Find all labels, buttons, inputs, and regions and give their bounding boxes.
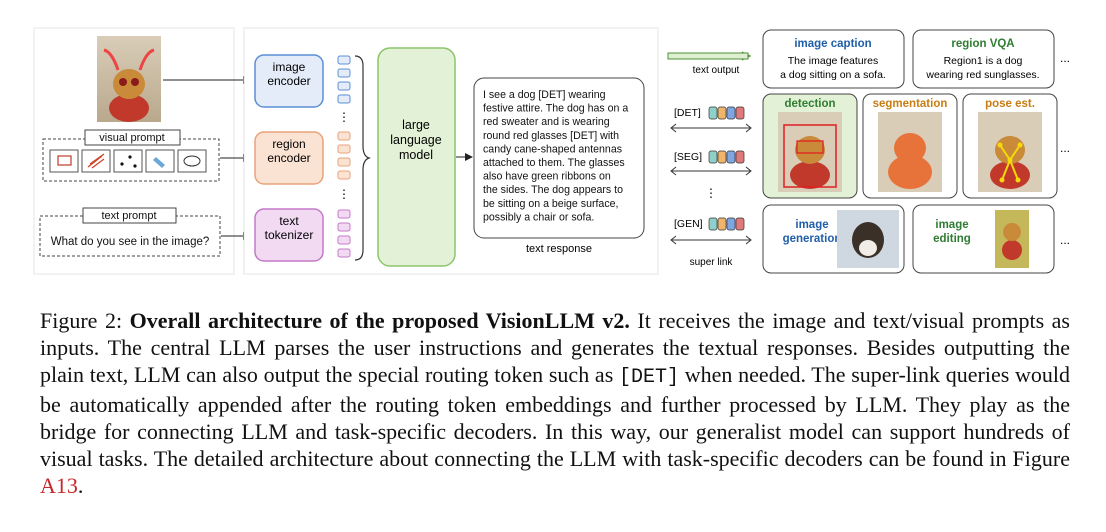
text-prompt-label: text prompt (101, 210, 156, 222)
pose-estimation-card: pose est. (962, 93, 1058, 199)
region-vqa-card: region VQA Region1 is a dog wearing red … (912, 29, 1055, 89)
input-dog-image (97, 36, 161, 122)
segmentation-card: segmentation (862, 93, 958, 199)
seg-token: [SEG] (674, 151, 702, 163)
caption-text-1: It receives the image and text/visual pr… (40, 308, 1070, 387)
ellipsis-2: ⋮ (338, 187, 350, 201)
more-row-3: ... (1060, 233, 1070, 247)
routing-ellipsis: ⋮ (705, 186, 717, 200)
text-tokens (337, 209, 351, 258)
detection-title: detection (784, 98, 835, 110)
image-caption-card: image caption The image features a dog s… (762, 29, 905, 89)
region-tokens (337, 131, 351, 180)
text-response-label: text response (526, 243, 592, 255)
more-row-2: ... (1060, 141, 1070, 155)
text-prompt-value: What do you see in the image? (51, 236, 210, 248)
region-vqa-title: region VQA (951, 38, 1014, 50)
more-row-1: ... (1060, 51, 1070, 65)
routing-area: text output [DET] [SEG] ⋮ [GEN] super li… (667, 51, 752, 268)
caption-end: . (77, 473, 84, 498)
detection-card: detection (762, 93, 858, 199)
image-tokens (337, 55, 351, 104)
caption-text-2: when needed. The super-link queries woul… (40, 362, 1071, 471)
input-panel: visual prompt text prompt What do you se… (33, 27, 235, 275)
pose-title: pose est. (985, 98, 1035, 110)
visual-prompt-shapes (49, 149, 207, 173)
gen-super-link-tokens (708, 217, 745, 231)
super-link-label: super link (690, 257, 734, 268)
gen-token: [GEN] (674, 218, 703, 230)
image-caption-line1: The image features (788, 55, 878, 67)
image-caption-title: image caption (794, 38, 871, 50)
caption-code-token: [DET] (619, 366, 680, 389)
det-super-link-tokens (708, 106, 745, 120)
caption-figure-ref-link[interactable]: A13 (40, 473, 78, 498)
caption-bold-title: Overall architecture of the proposed Vis… (129, 308, 630, 333)
text-output-label: text output (693, 65, 740, 76)
caption-prefix: Figure 2: (40, 308, 130, 333)
figure-caption: Figure 2: Overall architecture of the pr… (40, 307, 1070, 499)
segmentation-title: segmentation (873, 98, 948, 110)
architecture-figure: visual prompt text prompt What do you se… (33, 27, 1070, 275)
ellipsis-1: ⋮ (338, 110, 350, 124)
region-vqa-line1: Region1 is a dog (944, 55, 1023, 67)
image-caption-line2: a dog sitting on a sofa. (780, 69, 886, 81)
region-vqa-line2: wearing red sunglasses. (925, 69, 1039, 81)
seg-super-link-tokens (708, 150, 745, 164)
visual-prompt-label: visual prompt (99, 132, 164, 144)
det-token: [DET] (674, 107, 701, 119)
